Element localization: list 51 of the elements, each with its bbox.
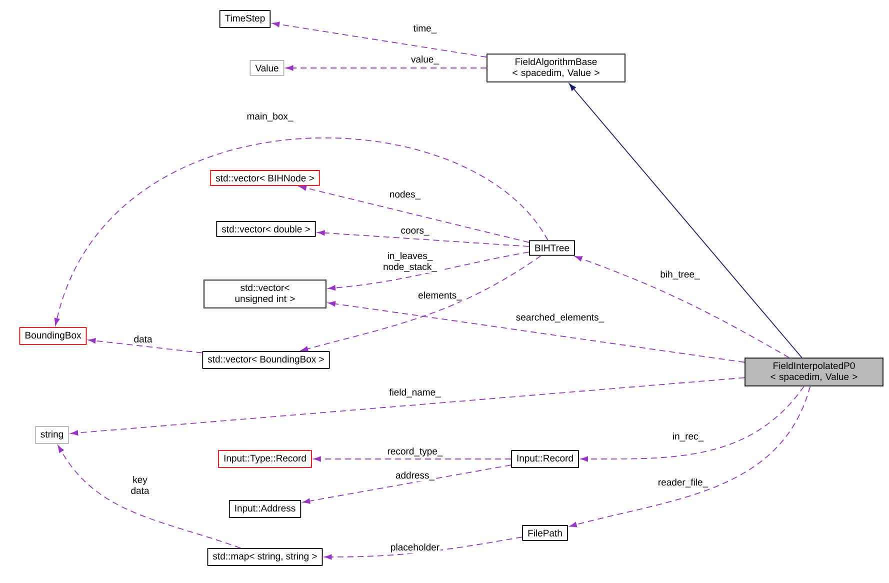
arrow bbox=[569, 386, 811, 528]
edge-label: field_name_ bbox=[388, 388, 442, 398]
class-box: BIHTree bbox=[529, 240, 575, 256]
class-box: string bbox=[34, 426, 70, 444]
class-box: FieldInterpolatedP0 < spacedim, Value > bbox=[744, 358, 884, 386]
edge-label: elements_ bbox=[417, 290, 463, 302]
arrow bbox=[328, 301, 745, 363]
edge-label: coors_ bbox=[400, 228, 430, 236]
arrow bbox=[70, 377, 745, 436]
class-box: FilePath bbox=[522, 525, 568, 541]
edge-label: searched_elements_ bbox=[514, 312, 606, 324]
class-box: BoundingBox bbox=[19, 327, 87, 345]
class-box: std::map< string, string > bbox=[207, 548, 323, 566]
arrow bbox=[317, 230, 530, 247]
arrow bbox=[54, 138, 548, 326]
arrow bbox=[569, 84, 802, 358]
edge-label: in_leaves_ node_stack_ bbox=[376, 251, 444, 273]
arrow bbox=[580, 386, 804, 462]
edge-label: bih_tree_ bbox=[659, 270, 701, 280]
arrow bbox=[299, 185, 530, 243]
class-box: Input::Record bbox=[511, 450, 579, 468]
edge-label: main_box_ bbox=[246, 112, 294, 122]
edge-label: record_type_ bbox=[386, 446, 444, 458]
edge-label: value_ bbox=[410, 54, 440, 66]
class-box: std::vector< unsigned int > bbox=[204, 280, 326, 308]
edge-label: nodes_ bbox=[388, 190, 422, 200]
arrow bbox=[88, 338, 203, 354]
arrow bbox=[574, 256, 790, 358]
arrow bbox=[300, 255, 542, 352]
class-box: Input::Address bbox=[228, 500, 302, 518]
edge-label: reader_file_ bbox=[656, 478, 710, 488]
class-box: std::vector< BoundingBox > bbox=[202, 351, 330, 369]
arrow bbox=[286, 65, 487, 71]
arrow bbox=[272, 22, 487, 58]
arrow bbox=[324, 536, 523, 560]
edge-label: in_rec_ bbox=[671, 432, 705, 442]
class-box: Value bbox=[250, 60, 284, 76]
arrow bbox=[58, 445, 242, 549]
arrow bbox=[328, 252, 530, 291]
class-box: std::vector< double > bbox=[216, 221, 316, 237]
edge-label: address_ bbox=[394, 470, 436, 482]
edge-label: data bbox=[132, 334, 154, 344]
class-box: FieldAlgorithmBase < spacedim, Value > bbox=[486, 54, 626, 82]
class-box: std::vector< BIHNode > bbox=[210, 170, 320, 186]
class-box: TimeStep bbox=[219, 10, 271, 28]
edge-label: time_ bbox=[412, 24, 438, 34]
arrow bbox=[314, 456, 512, 462]
edge-label: key data bbox=[125, 475, 155, 495]
class-box: Input::Type::Record bbox=[218, 450, 312, 468]
edge-label: placeholder bbox=[389, 542, 441, 554]
arrow bbox=[302, 464, 512, 504]
